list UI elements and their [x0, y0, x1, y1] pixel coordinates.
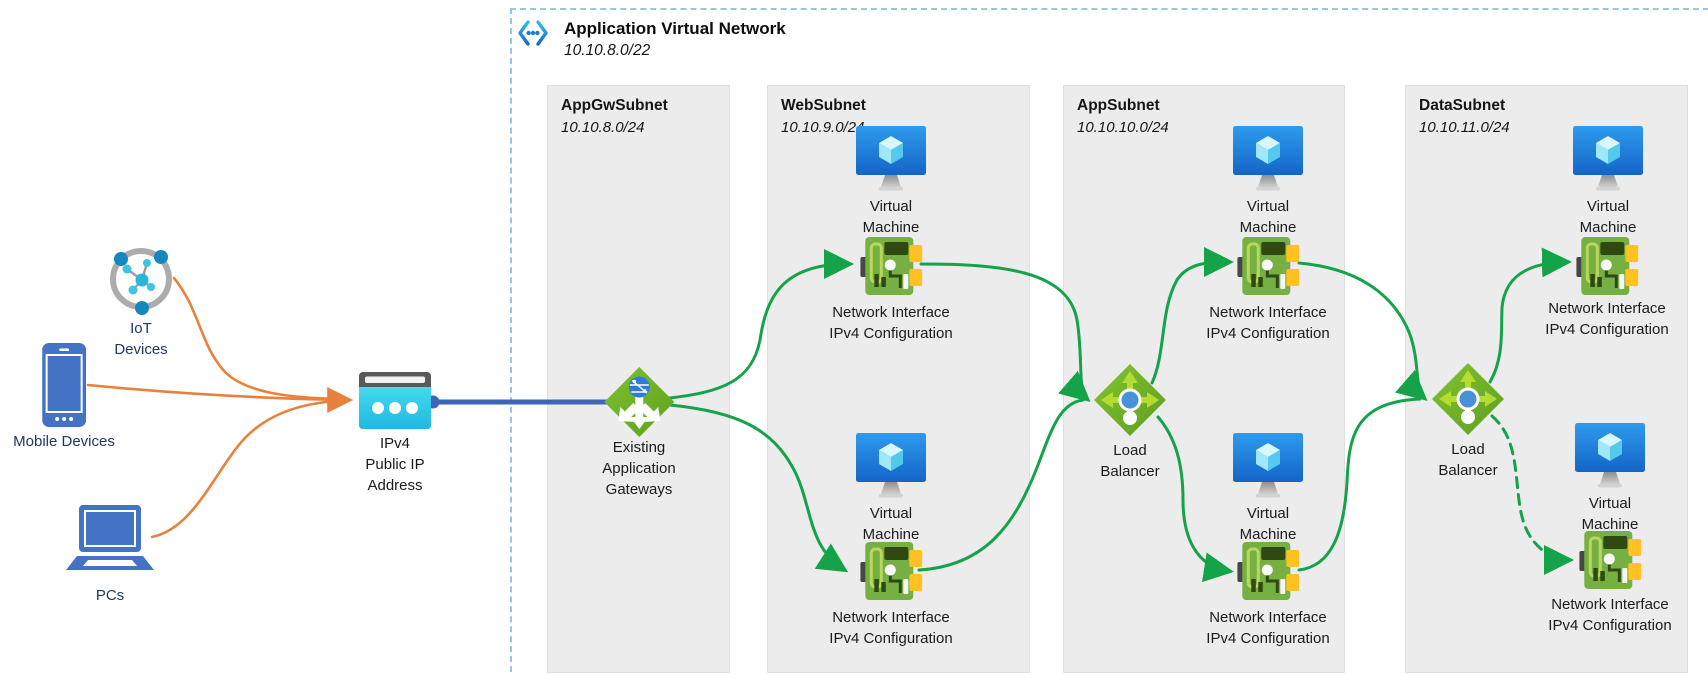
- load-balancer-icon: [1430, 361, 1506, 437]
- public-ip-address-icon: [359, 372, 431, 429]
- subnet-cidr: 10.10.10.0/24: [1077, 119, 1169, 136]
- flow-app-nic-top-to-data-lb: [1297, 261, 1428, 401]
- flow-web-nic-bottom-to-app-lb: [917, 398, 1085, 572]
- node-label: IoT Devices: [114, 320, 168, 358]
- flow-gateway-to-web-nic-top: [668, 249, 854, 400]
- virtual-network-icon: [517, 19, 549, 47]
- flow-app-nic-bottom-to-data-lb: [1297, 397, 1422, 572]
- node-label: Existing Application Gateways: [602, 439, 676, 498]
- virtual-machine-icon: [1573, 423, 1647, 489]
- subnet-cidr: 10.10.11.0/24: [1419, 119, 1510, 136]
- virtual-machine-icon: [1231, 433, 1305, 499]
- pc-icon: [66, 505, 154, 579]
- virtual-machine-icon: [854, 126, 928, 192]
- flow-app-lb-to-app-nic-top: [1150, 247, 1234, 385]
- virtual-machine-icon: [854, 433, 928, 499]
- network-interface-icon: [860, 236, 922, 296]
- public-ip-address: IPv4 Public IP Address: [359, 372, 431, 496]
- virtual-network-boundary: [510, 8, 1708, 675]
- application-gateway: Existing Application Gateways: [602, 366, 676, 500]
- vnet-title: Application Virtual Network: [564, 19, 786, 38]
- application-gateway-icon: [603, 366, 675, 438]
- subnet-cidr: 10.10.9.0/24: [781, 119, 865, 136]
- iot-devices-icon: [104, 242, 178, 316]
- flow-app-lb-to-app-nic-bottom: [1156, 415, 1234, 583]
- pcs: PCs: [66, 505, 154, 606]
- flow-pcs-to-publicip: [150, 399, 340, 539]
- iot-devices: IoT Devices: [104, 242, 178, 360]
- subnet-name: AppGwSubnet: [561, 97, 668, 114]
- vnet-header: Application Virtual Network 10.10.8.0/22: [517, 19, 786, 60]
- flow-gateway-to-web-nic-bottom: [668, 403, 849, 573]
- subnet-name: WebSubnet: [781, 97, 866, 114]
- network-interface-icon: [1576, 236, 1638, 296]
- subnet-name: AppSubnet: [1077, 97, 1160, 114]
- node-label: IPv4 Public IP Address: [365, 435, 425, 494]
- flow-data-lb-to-data-nic-bottom-dashed: [1490, 414, 1574, 575]
- network-interface-icon: [1579, 530, 1641, 590]
- load-balancer-icon: [1092, 362, 1168, 438]
- flow-data-lb-to-data-nic-top: [1488, 247, 1572, 384]
- node-label: PCs: [95, 587, 125, 604]
- flow-iot-to-publicip: [172, 276, 340, 401]
- vnet-cidr: 10.10.8.0/22: [564, 42, 651, 59]
- subnet-name: DataSubnet: [1419, 97, 1506, 114]
- virtual-machine-icon: [1231, 126, 1305, 192]
- flow-mobile-to-publicip: [86, 383, 340, 402]
- network-interface-icon: [1237, 236, 1299, 296]
- virtual-machine-icon: [1571, 126, 1645, 192]
- mobile-device-icon: [42, 343, 86, 427]
- flow-web-nic-top-to-app-lb: [919, 262, 1091, 402]
- mobile-devices: Mobile Devices: [13, 343, 115, 452]
- subnet-cidr: 10.10.8.0/24: [561, 119, 645, 136]
- node-label: Mobile Devices: [13, 433, 115, 450]
- network-interface-icon: [860, 541, 922, 601]
- network-interface-icon: [1237, 541, 1299, 601]
